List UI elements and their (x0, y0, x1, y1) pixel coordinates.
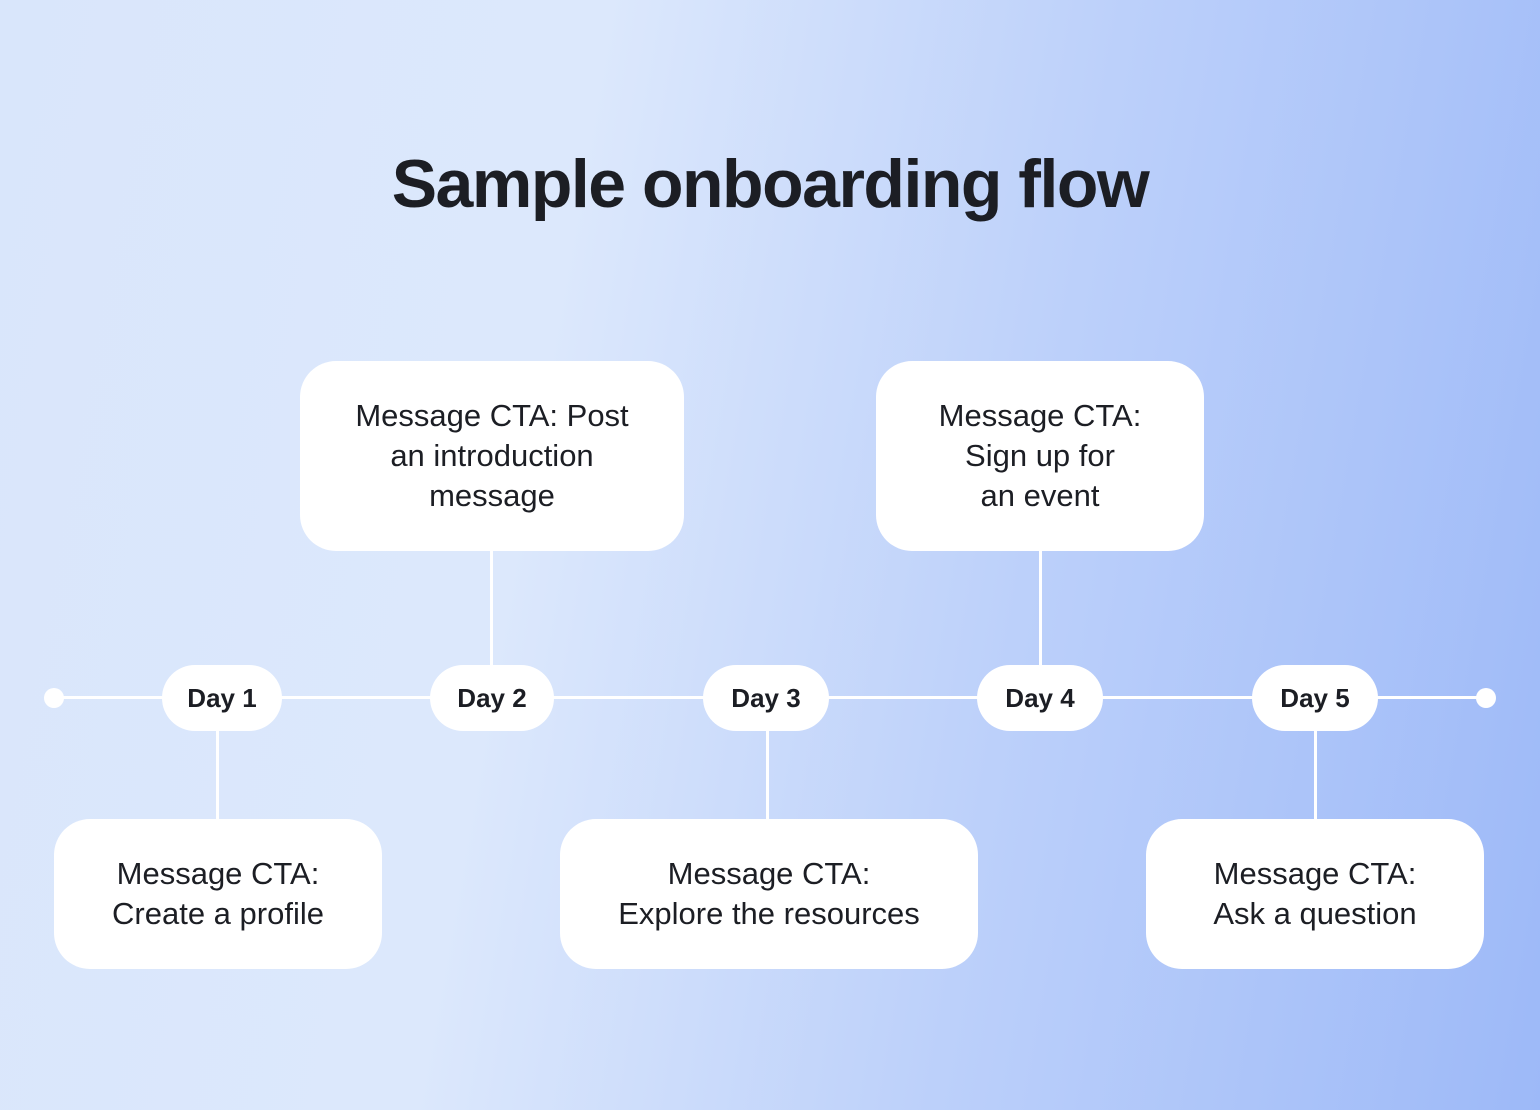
day-2-pill: Day 2 (430, 665, 554, 731)
connector-day-5 (1314, 731, 1317, 819)
connector-day-2 (490, 551, 493, 665)
timeline-start-dot (44, 688, 64, 708)
day-4-pill: Day 4 (977, 665, 1103, 731)
cta-line: Message CTA: (938, 398, 1142, 433)
cta-line: Create a profile (112, 896, 324, 931)
cta-line: Ask a question (1213, 896, 1417, 931)
day-1-cta-card: Message CTA: Create a profile (54, 819, 382, 969)
day-3-cta-card: Message CTA: Explore the resources (560, 819, 978, 969)
page-title: Sample onboarding flow (391, 146, 1150, 222)
day-1-pill: Day 1 (162, 665, 282, 731)
cta-line: an introduction (390, 438, 594, 473)
cta-line: an event (980, 478, 1100, 513)
day-4-cta-card: Message CTA: Sign up for an event (876, 361, 1204, 551)
cta-line: Message CTA: (667, 856, 871, 891)
cta-line: Sign up for (965, 438, 1115, 473)
connector-day-4 (1039, 551, 1042, 665)
day-3-pill: Day 3 (703, 665, 829, 731)
day-5-pill: Day 5 (1252, 665, 1378, 731)
connector-day-3 (766, 731, 769, 819)
day-5-cta-card: Message CTA: Ask a question (1146, 819, 1484, 969)
cta-line: Explore the resources (618, 896, 920, 931)
day-2-cta-card: Message CTA: Post an introduction messag… (300, 361, 684, 551)
cta-line: message (429, 478, 555, 513)
cta-line: Message CTA: Post (355, 398, 629, 433)
connector-day-1 (216, 731, 219, 819)
cta-line: Message CTA: (1213, 856, 1417, 891)
timeline-end-dot (1476, 688, 1496, 708)
cta-line: Message CTA: (116, 856, 320, 891)
